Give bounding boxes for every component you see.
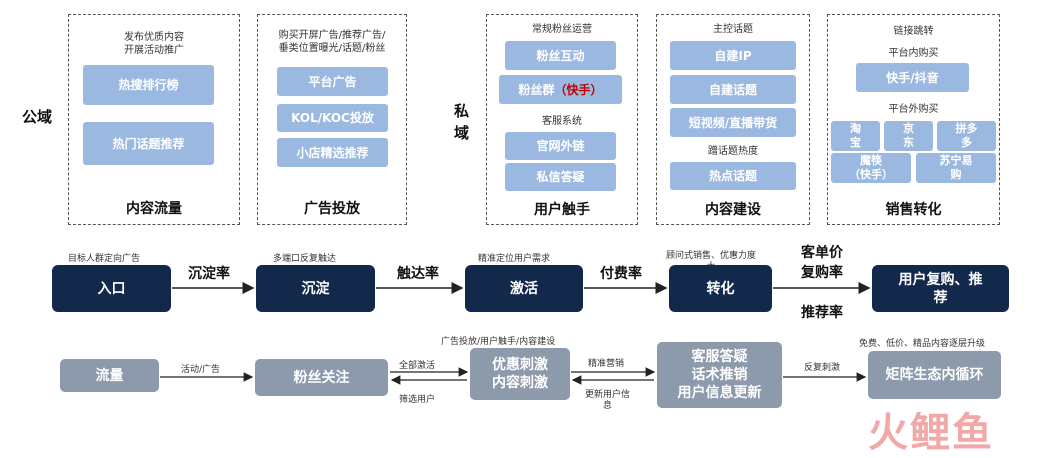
follow-box: 粉丝关注	[255, 359, 388, 396]
traffic-box: 流量	[60, 359, 159, 392]
content-flow-title: 内容流量	[126, 201, 182, 217]
activate-note: 精准定位用户需求	[478, 254, 551, 264]
kol-koc-pill: KOL/KOC投放	[277, 104, 388, 132]
activity-ad-label: 活动/广告	[181, 365, 221, 375]
fan-group-pill: 粉丝群（快手）	[499, 75, 622, 104]
user-touch-box: 常规粉丝运营 粉丝互动 粉丝群（快手） 客服系统 官网外链 私信答疑 用户触手	[486, 14, 638, 225]
entry-note: 目标人群定向广告	[68, 254, 141, 264]
repurchase-step: 用户复购、推 荐	[872, 265, 1009, 312]
reach-rate-label: 触达率	[397, 266, 439, 282]
store-pick-pill: 小店精选推荐	[277, 138, 388, 167]
precise-marketing-label: 精准营销	[588, 359, 625, 369]
official-link-pill: 官网外链	[505, 132, 616, 160]
jd-pill: 京 东	[884, 121, 933, 151]
touch-note-1: 常规粉丝运营	[532, 24, 592, 35]
suning-pill: 苏宁易 购	[916, 153, 996, 183]
user-touch-title: 用户触手	[534, 202, 590, 218]
aov-repurchase-label: 客单价 复购率	[801, 245, 843, 281]
kuaishou-douyin-pill: 快手/抖音	[856, 63, 969, 92]
activate-all-label: 全部激活	[399, 361, 436, 371]
taobao-pill: 淘 宝	[831, 121, 880, 151]
pinduoduo-pill: 拼多 多	[937, 121, 996, 151]
build-note-1: 主控话题	[713, 24, 753, 35]
self-ip-pill: 自建IP	[670, 41, 796, 70]
self-topic-pill: 自建话题	[670, 75, 796, 104]
sales-title: 销售转化	[885, 202, 942, 218]
incentive-box: 优惠刺激 内容刺激	[470, 348, 570, 400]
hot-search-pill: 热搜排行榜	[83, 65, 214, 105]
watermark-logo: 火鲤鱼	[868, 410, 994, 456]
public-domain-label: 公域	[22, 108, 53, 126]
pay-rate-label: 付费率	[600, 266, 642, 282]
content-flow-box: 发布优质内容 开展活动推广 热搜排行榜 热门话题推荐 内容流量	[68, 14, 240, 225]
kuaishou-red-label: （快手）	[554, 82, 603, 97]
hot-topic-2-pill: 热点话题	[670, 162, 796, 190]
entry-step: 入口	[52, 265, 171, 312]
content-build-box: 主控话题 自建IP 自建话题 短视频/直播带货 蹭话题热度 热点话题 内容建设	[656, 14, 810, 225]
content-build-title: 内容建设	[705, 202, 761, 218]
ads-title: 广告投放	[304, 201, 360, 217]
referral-rate-label: 推荐率	[801, 305, 843, 321]
touch-note-2: 客服系统	[542, 116, 582, 127]
private-domain-label: 私 域	[454, 102, 470, 142]
service-box: 客服答疑 话术推销 用户信息更新	[657, 342, 782, 408]
convert-step: 转化	[669, 265, 772, 312]
fan-interaction-pill: 粉丝互动	[505, 41, 616, 70]
fan-group-label: 粉丝群	[518, 82, 555, 97]
content-flow-note: 发布优质内容 开展活动推广	[124, 32, 184, 56]
matrix-box: 矩阵生态内循环	[868, 351, 1001, 399]
platform-ads-pill: 平台广告	[277, 67, 388, 96]
hot-topic-pill: 热门话题推荐	[83, 122, 214, 165]
ads-note: 购买开屏广告/推荐广告/ 垂类位置曝光/话题/粉丝	[278, 30, 386, 54]
settle-step: 沉淀	[256, 265, 375, 312]
build-note-2: 蹭话题热度	[708, 146, 758, 157]
sales-note-1: 链接跳转	[893, 26, 934, 37]
mid-note: 广告投放/用户触手/内容建设	[441, 337, 556, 347]
update-info-label: 更新用户信 息	[585, 390, 631, 411]
filter-users-label: 筛选用户	[399, 395, 436, 405]
right-note: 免费、低价、精品内容逐层升级	[859, 339, 986, 349]
sales-note-3: 平台外购买	[888, 104, 939, 115]
dm-answer-pill: 私信答疑	[505, 163, 616, 191]
short-video-pill: 短视频/直播带货	[670, 108, 796, 137]
settle-rate-label: 沉淀率	[188, 266, 230, 282]
sales-note-2: 平台内购买	[888, 48, 939, 59]
settle-note: 多端口反复触达	[273, 254, 337, 264]
mofang-pill: 魔筷 （快手）	[831, 153, 911, 183]
sales-box: 链接跳转 平台内购买 快手/抖音 平台外购买 淘 宝 京 东 拼多 多 魔筷 （…	[827, 14, 1000, 225]
ads-box: 购买开屏广告/推荐广告/ 垂类位置曝光/话题/粉丝 平台广告 KOL/KOC投放…	[257, 14, 407, 225]
activate-step: 激活	[465, 265, 583, 312]
repeat-stimulus-label: 反复刺激	[804, 363, 841, 373]
